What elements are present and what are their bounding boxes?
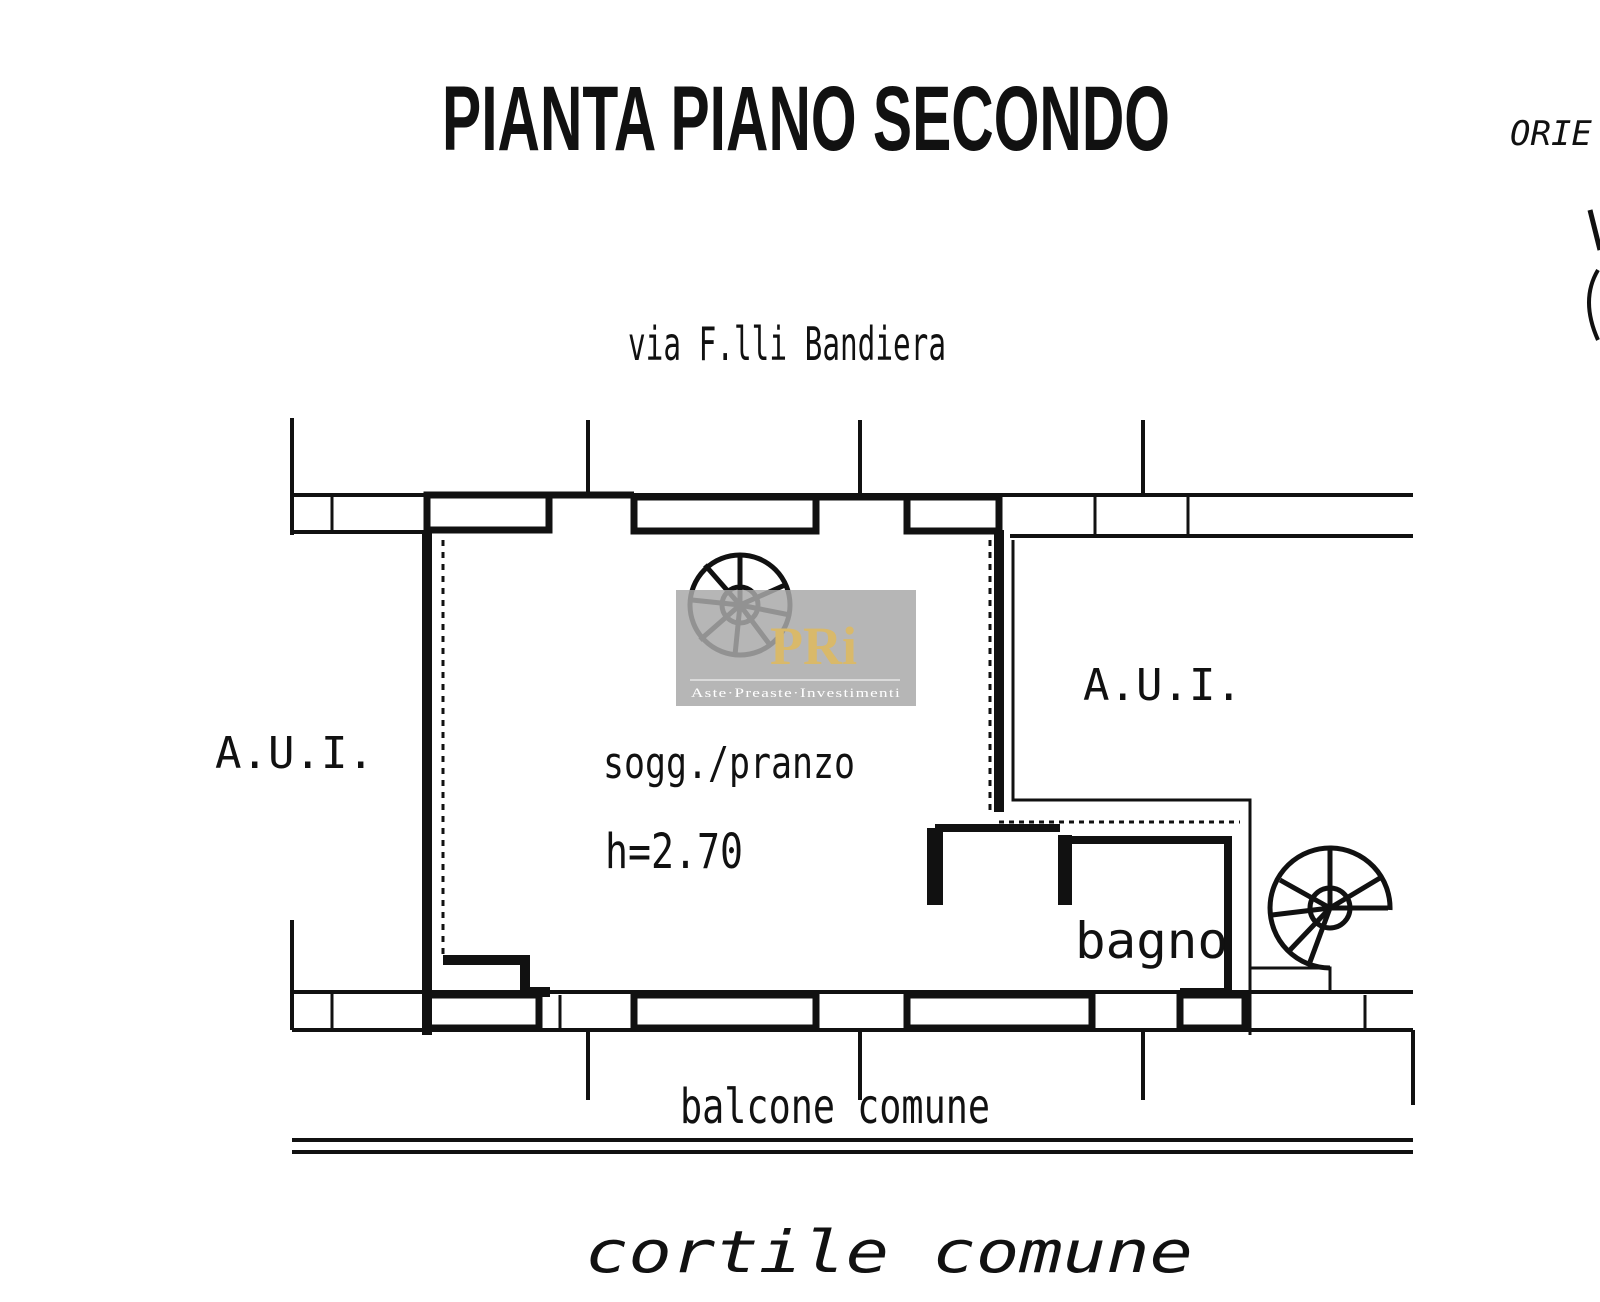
right-unit-label: A.U.I.: [1083, 660, 1242, 711]
street-label: via F.lli Bandiera: [628, 317, 946, 371]
watermark-text: Aste·Preaste·Investimenti: [691, 685, 901, 700]
walls: [290, 418, 1415, 1154]
plan-title: PIANTA PIANO SECONDO: [442, 68, 1170, 170]
balcony-label: balcone comune: [680, 1079, 990, 1135]
spiral-staircase-icon: [1267, 845, 1393, 971]
watermark: PRi Aste·Preaste·Investimenti: [676, 590, 916, 706]
watermark-logo: PRi: [770, 616, 857, 676]
orientation-label: ORIE: [1510, 114, 1592, 154]
bathroom-label: bagno: [1075, 912, 1228, 970]
left-unit-label: A.U.I.: [215, 728, 374, 779]
ceiling-height-label: h=2.70: [605, 824, 743, 880]
compass-icon: [1587, 209, 1600, 341]
living-room-label: sogg./pranzo: [603, 738, 855, 789]
courtyard-label: cortile comune: [585, 1218, 1193, 1286]
